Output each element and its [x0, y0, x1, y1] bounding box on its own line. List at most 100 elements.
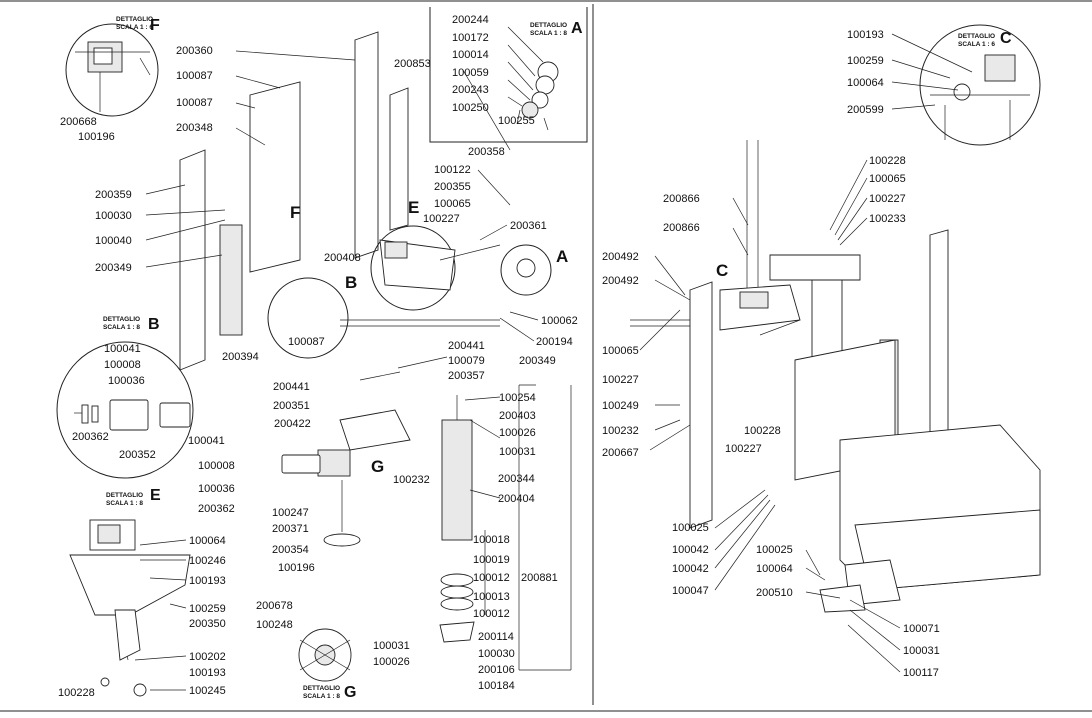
svg-text:G: G: [344, 684, 356, 701]
part-label: 100064: [847, 77, 884, 89]
part-label: 100040: [95, 235, 132, 247]
part-label: 100254: [499, 392, 536, 404]
part-label: 100065: [434, 198, 471, 210]
part-label: 100012: [473, 608, 510, 620]
part-label: 200371: [272, 523, 309, 535]
part-label: 100065: [869, 173, 906, 185]
part-label: 100202: [189, 651, 226, 663]
part-label: 200358: [468, 146, 505, 158]
part-label: 100026: [499, 427, 536, 439]
svg-text:A: A: [571, 20, 583, 37]
part-label: 100227: [423, 213, 460, 225]
part-label: 200350: [189, 618, 226, 630]
part-label: 100196: [278, 562, 315, 574]
part-label: 100031: [499, 446, 536, 458]
part-label: 100013: [473, 591, 510, 603]
right-assembly: [630, 140, 1041, 613]
part-label: 100247: [272, 507, 309, 519]
part-label: 100246: [189, 555, 226, 567]
detail-g: [298, 628, 352, 682]
part-label: 200357: [448, 370, 485, 382]
part-label: 100036: [198, 483, 235, 495]
part-label: 100184: [478, 680, 515, 692]
part-label: 100259: [847, 55, 884, 67]
detail-e: [69, 519, 191, 697]
svg-text:B: B: [148, 316, 160, 333]
part-label: 200348: [176, 122, 213, 134]
detail-g-header: DETTAGLIO SCALA 1 : 8 G: [303, 684, 356, 701]
part-label: 100031: [903, 645, 940, 657]
part-label: 100064: [756, 563, 793, 575]
part-label: 200351: [273, 400, 310, 412]
part-label: 200355: [434, 181, 471, 193]
view-letter-a: A: [556, 247, 568, 266]
part-label: 200866: [663, 193, 700, 205]
part-label: 100232: [602, 425, 639, 437]
part-label: 200866: [663, 222, 700, 234]
svg-text:SCALA 1 : 8: SCALA 1 : 8: [106, 500, 143, 507]
view-letter-c: C: [716, 261, 728, 280]
detail-c: [919, 24, 1041, 146]
part-label: 200244: [452, 14, 489, 26]
part-label: 100087: [176, 70, 213, 82]
part-label: 100228: [869, 155, 906, 167]
part-label: 200243: [452, 84, 489, 96]
part-label: 200422: [274, 418, 311, 430]
svg-text:SCALA 1 : 8: SCALA 1 : 8: [303, 693, 340, 700]
part-label: 200510: [756, 587, 793, 599]
part-label: 100250: [452, 102, 489, 114]
part-label: 100064: [189, 535, 226, 547]
svg-text:DETTAGLIO: DETTAGLIO: [303, 685, 340, 692]
part-label: 100259: [189, 603, 226, 615]
part-label: 200354: [272, 544, 309, 556]
part-label: 100193: [189, 667, 226, 679]
part-label: 200349: [95, 262, 132, 274]
part-label: 200349: [519, 355, 556, 367]
part-label: 200668: [60, 116, 97, 128]
part-label: 100087: [176, 97, 213, 109]
part-label: 100047: [672, 585, 709, 597]
part-label: 100196: [78, 131, 115, 143]
part-label: 200352: [119, 449, 156, 461]
part-label: 100008: [104, 359, 141, 371]
part-label: 100012: [473, 572, 510, 584]
detail-f: [65, 23, 159, 117]
detail-f-header: DETTAGLIO F SCALA 1 : 6: [116, 16, 160, 34]
svg-text:DETTAGLIO: DETTAGLIO: [530, 22, 567, 29]
part-label: 100248: [256, 619, 293, 631]
part-label: 100025: [756, 544, 793, 556]
part-label: 100249: [602, 400, 639, 412]
part-label: 100030: [95, 210, 132, 222]
svg-text:DETTAGLIO: DETTAGLIO: [958, 33, 995, 40]
part-label: 200441: [273, 381, 310, 393]
part-label: 200853: [394, 58, 431, 70]
part-label: 200361: [510, 220, 547, 232]
part-label: 200492: [602, 275, 639, 287]
detail-e-header: DETTAGLIO SCALA 1 : 8 E: [106, 487, 161, 507]
part-label: 100025: [672, 522, 709, 534]
part-label: 100065: [602, 345, 639, 357]
part-label: 100062: [541, 315, 578, 327]
part-label: 100227: [602, 374, 639, 386]
part-label: 100059: [452, 67, 489, 79]
svg-text:SCALA 1 : 8: SCALA 1 : 8: [103, 324, 140, 331]
part-labels: 200244 100172 100014 100059 200243 10025…: [58, 14, 940, 699]
part-label: 200599: [847, 104, 884, 116]
part-label: 200360: [176, 45, 213, 57]
svg-text:F: F: [150, 17, 160, 34]
svg-text:DETTAGLIO: DETTAGLIO: [106, 492, 143, 499]
part-label: 200114: [478, 631, 514, 643]
part-label: 100026: [373, 656, 410, 668]
part-label: 100008: [198, 460, 235, 472]
svg-text:E: E: [150, 487, 161, 504]
part-label: 200106: [478, 664, 515, 676]
detail-a-header: DETTAGLIO SCALA 1 : 8 A: [530, 20, 583, 37]
part-label: 100041: [188, 435, 225, 447]
view-letter-f: F: [290, 203, 300, 222]
detail-b: [56, 341, 194, 479]
part-label: 100228: [744, 425, 781, 437]
left-assembly: [179, 31, 572, 671]
part-label: 100245: [189, 685, 226, 697]
part-label: 100087: [288, 336, 325, 348]
